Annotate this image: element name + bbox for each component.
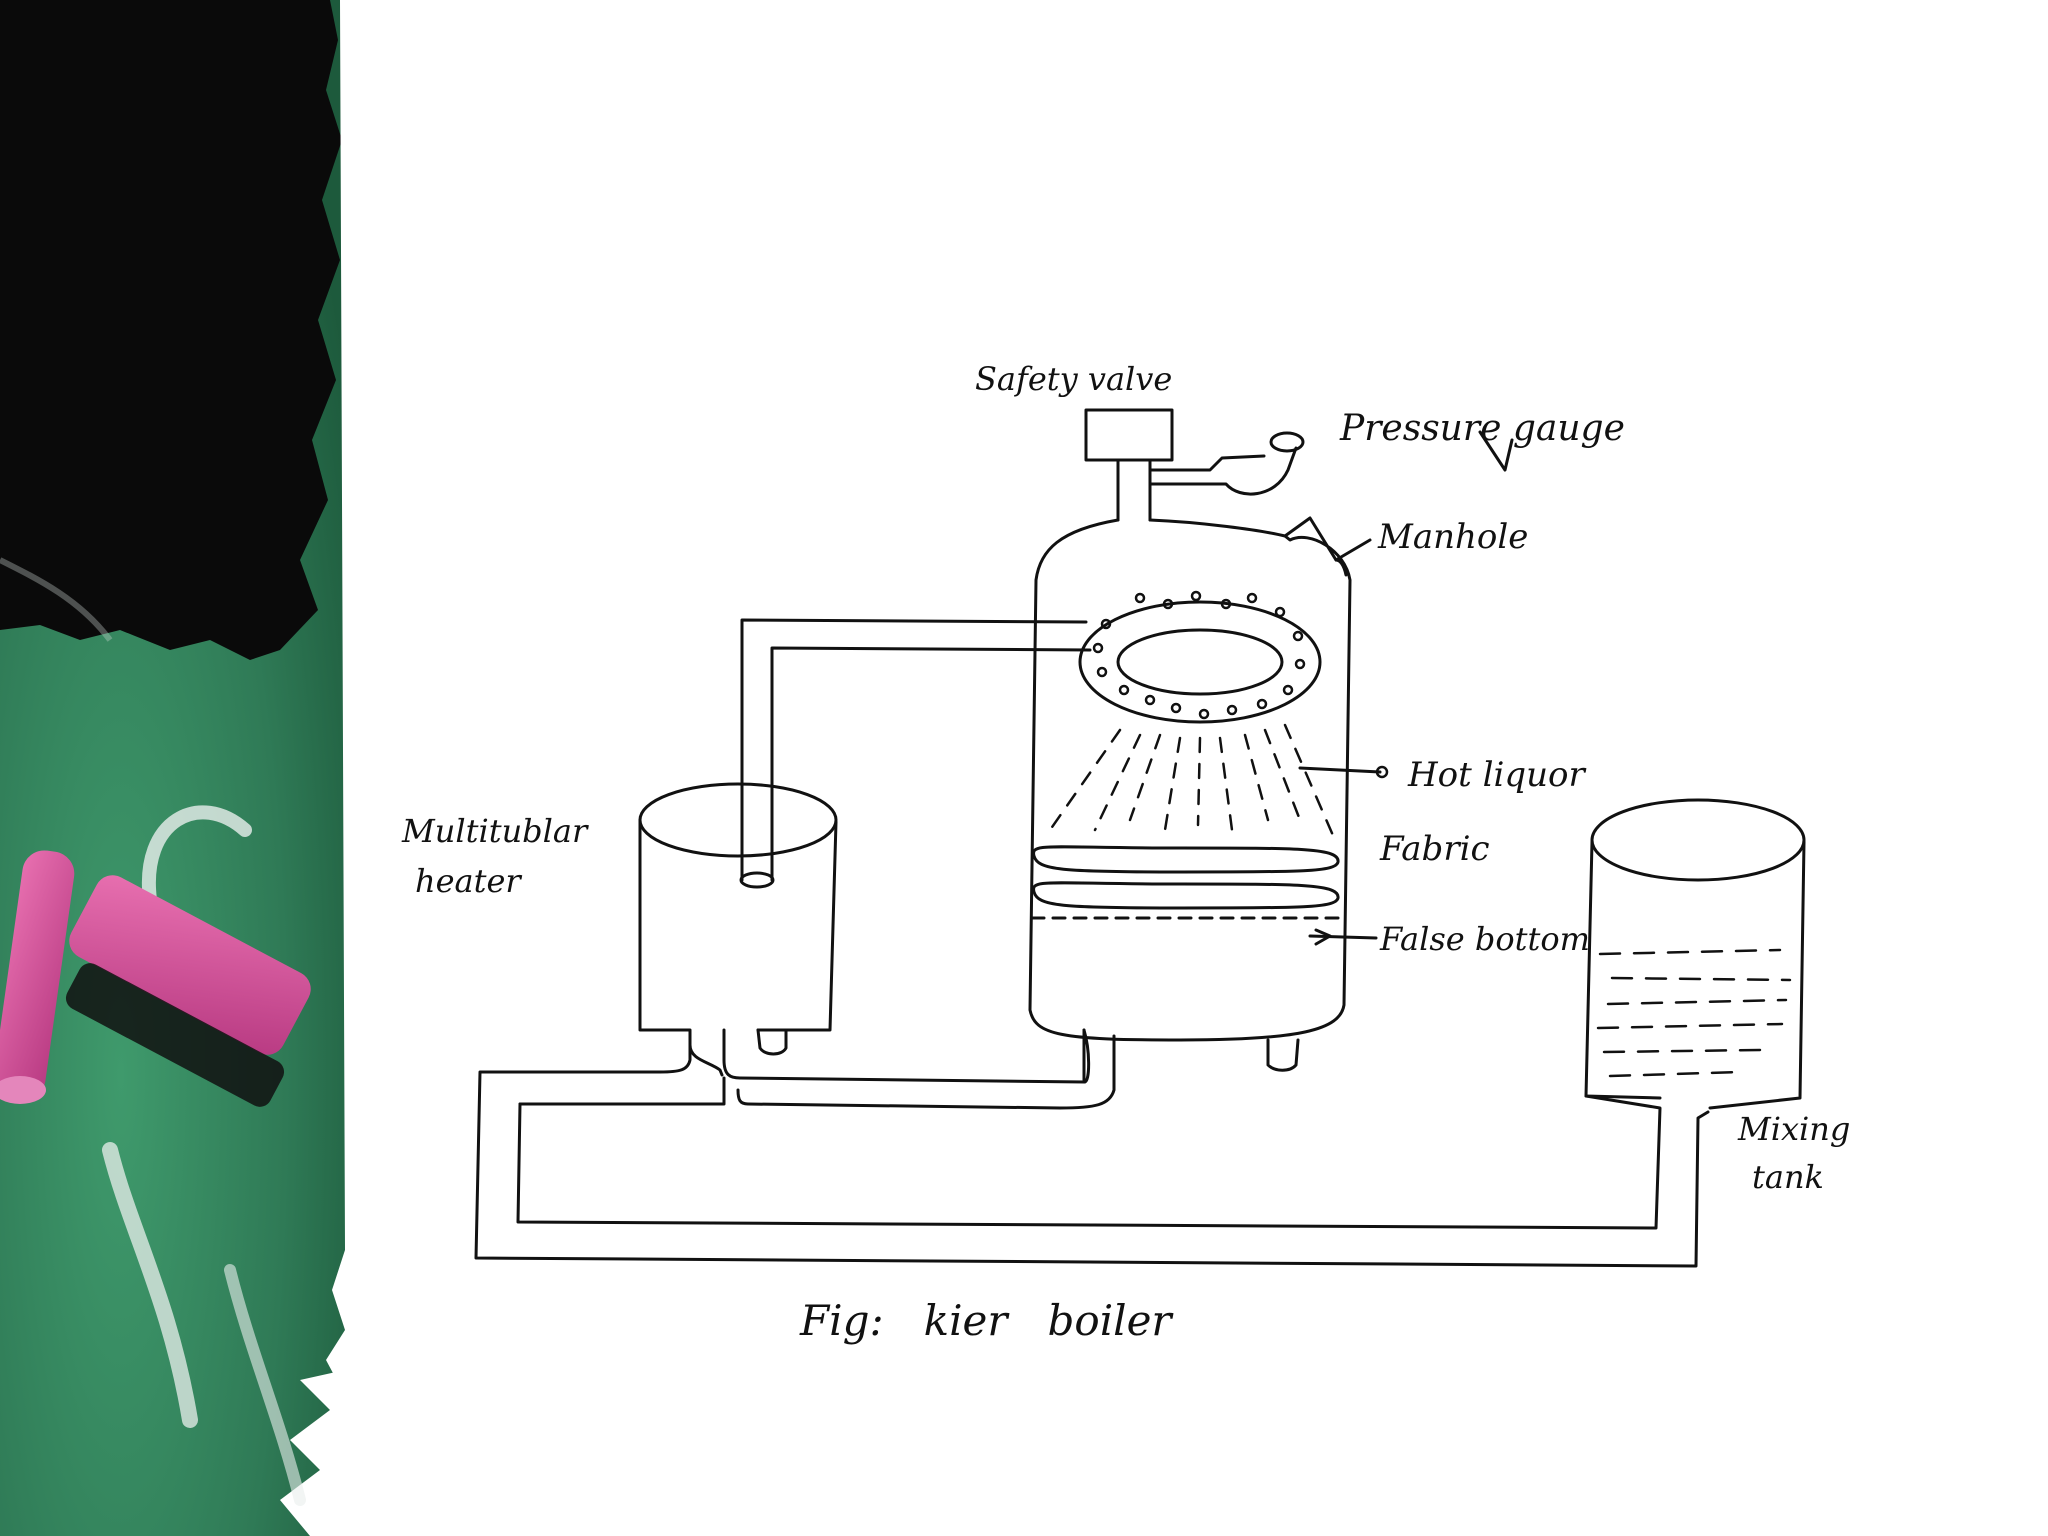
pressure-gauge <box>1148 431 1305 496</box>
kier-boiler-diagram <box>474 408 1806 1268</box>
mixing-tank <box>1584 798 1806 1110</box>
chalk-stick-icon <box>0 850 311 1107</box>
hot-liquor-spray <box>1048 723 1337 842</box>
label-hot-liquor: Hot liquor <box>1407 755 1586 795</box>
safety-valve <box>1084 408 1174 522</box>
label-manhole: Manhole <box>1377 517 1528 557</box>
false-bottom-leader <box>1308 934 1378 940</box>
multitubular-heater <box>638 782 838 1077</box>
label-fabric: Fabric <box>1379 829 1490 869</box>
gauge-pointer <box>1478 430 1514 472</box>
chalk-scribble-loop <box>141 805 252 907</box>
label-tank-line1: Mixing <box>1737 1110 1850 1148</box>
spray-ring <box>1078 590 1322 724</box>
return-piping <box>474 1028 1710 1268</box>
manhole-leader <box>1334 538 1372 562</box>
chalk-scribble-stroke <box>102 1142 198 1428</box>
label-false-bottom: False bottom <box>1379 920 1590 958</box>
label-tank-line2: tank <box>1752 1158 1824 1196</box>
label-heater-line2: heater <box>415 862 522 900</box>
kier-vessel <box>1028 516 1352 1072</box>
label-safety-valve: Safety valve <box>975 360 1172 398</box>
hot-liquor-leader <box>1298 766 1382 774</box>
chalkboard-decoration <box>0 0 345 1536</box>
supply-pipe <box>739 618 1092 889</box>
label-pressure-gauge: Pressure gauge <box>1339 408 1625 449</box>
figure-caption: Fig: kier boiler <box>799 1296 1174 1345</box>
diagram-labels: Safety valve Pressure gauge Manhole Hot … <box>401 360 1850 1345</box>
label-heater-line1: Multitublar <box>401 812 589 850</box>
